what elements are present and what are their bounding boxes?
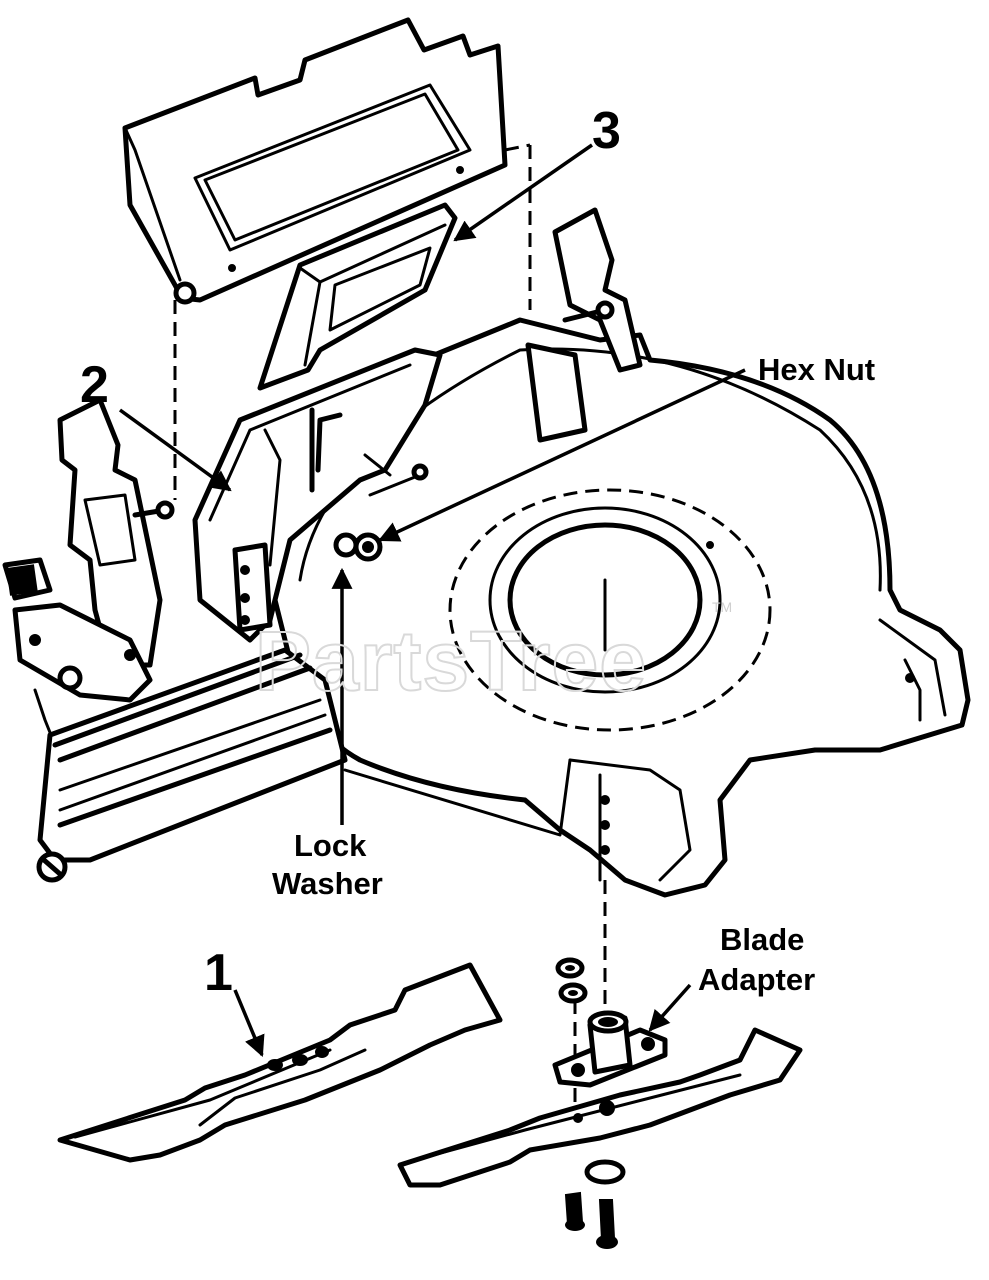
part-number-3: 3 xyxy=(592,102,621,160)
rear-door-frame-part-2 xyxy=(192,347,443,643)
watermark-trademark: TM xyxy=(712,599,732,615)
rear-axle-bumper xyxy=(36,647,348,883)
rear-right-height-adjuster xyxy=(552,207,643,373)
hex-nut-label: Hex Nut xyxy=(758,352,875,387)
blade-adapter-label-line2: Adapter xyxy=(698,962,815,997)
part-number-1: 1 xyxy=(204,944,233,1002)
lock-washer-label-line2: Washer xyxy=(272,866,383,901)
part-number-2: 2 xyxy=(80,356,109,414)
callout-labels: 3 2 1 Hex Nut Lock Washer Blade Adapter xyxy=(80,102,875,1002)
mower-blade-part-1 xyxy=(57,962,503,1163)
watermark-text: PartsTree xyxy=(255,614,647,708)
leader-lines xyxy=(118,143,746,1057)
mower-blade-assembly xyxy=(397,957,803,1249)
rear-deflector-door xyxy=(122,17,508,305)
blade-adapter-label-line1: Blade xyxy=(720,922,804,957)
discharge-chute-part-3 xyxy=(257,202,458,391)
rear-left-height-adjuster xyxy=(2,397,175,747)
lock-washer-label-line1: Lock xyxy=(294,828,367,863)
watermark: PartsTree TM xyxy=(254,599,732,709)
